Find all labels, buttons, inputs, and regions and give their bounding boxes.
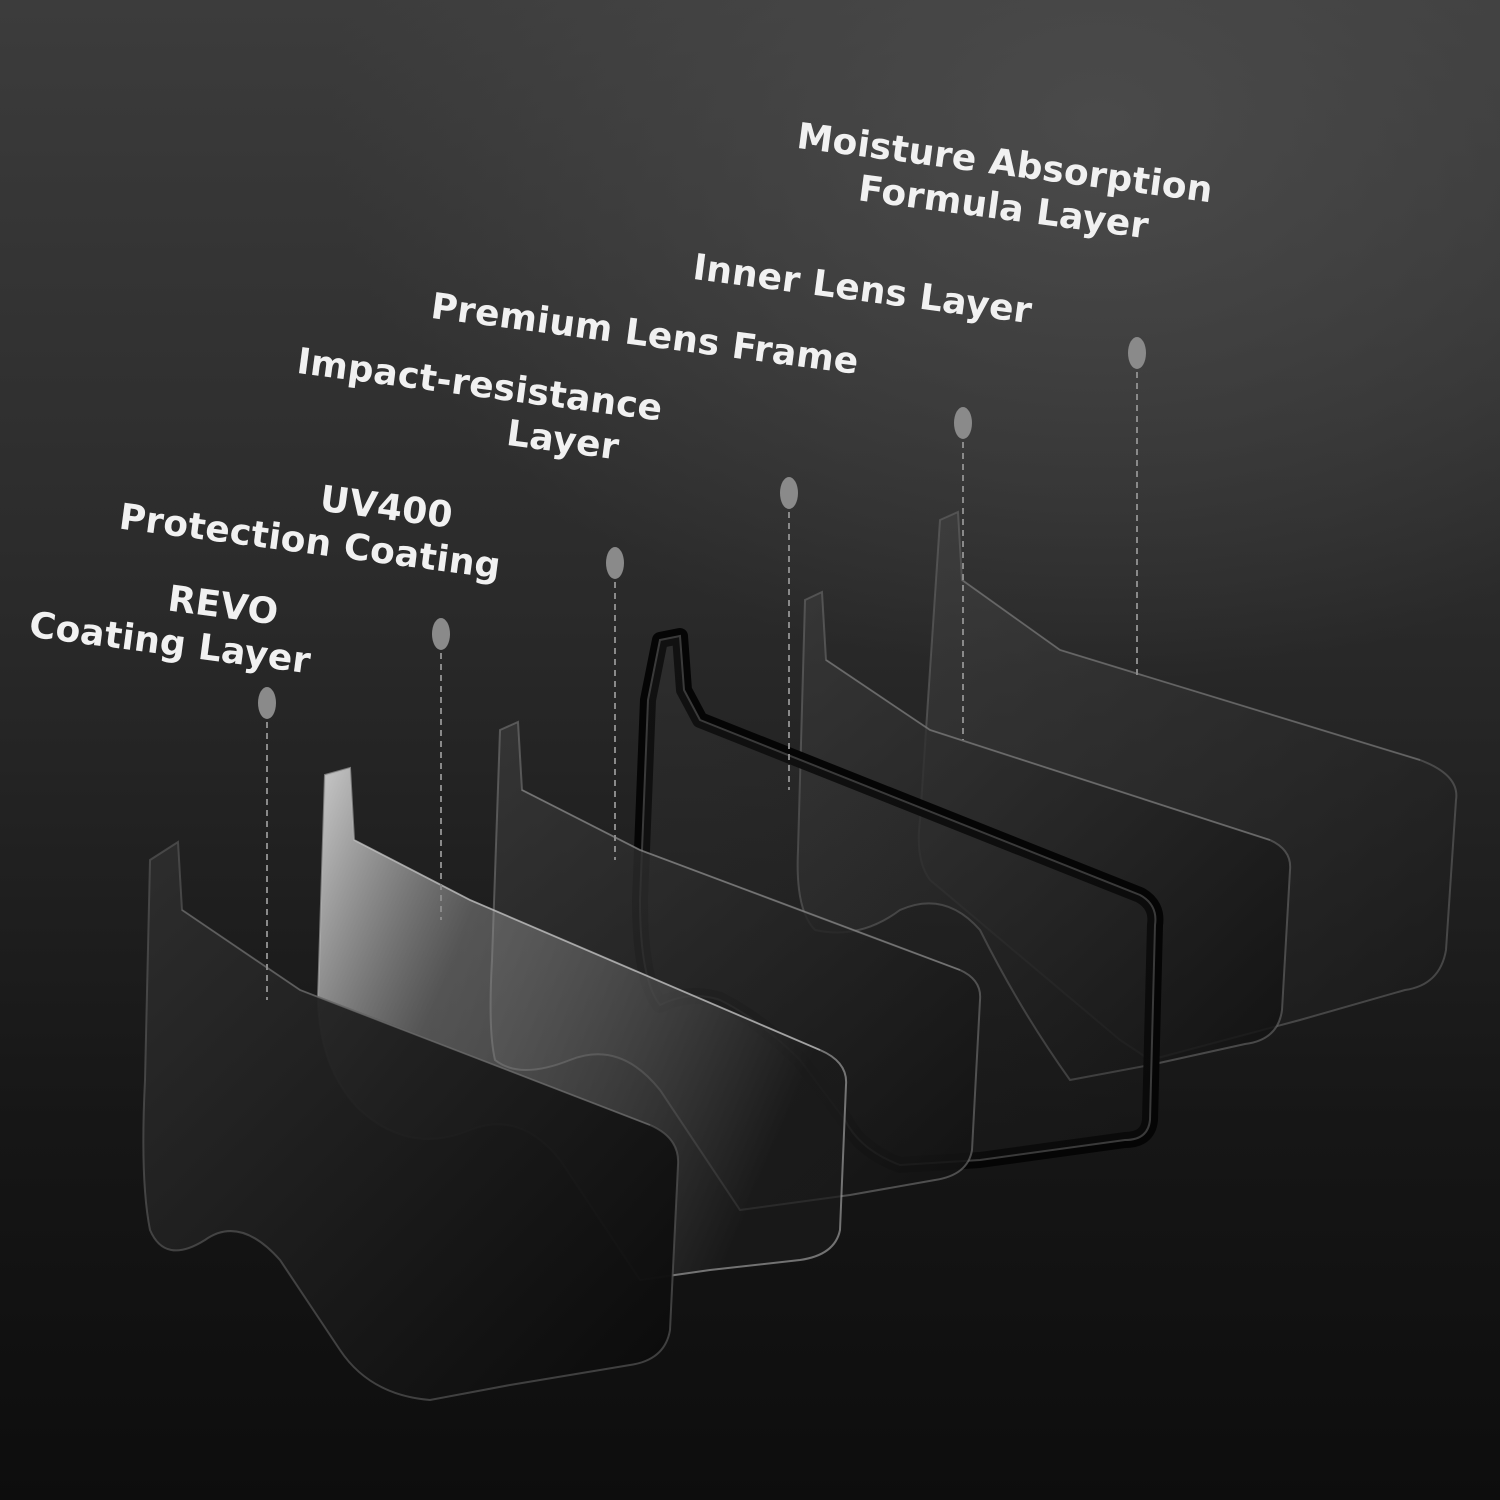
revo-layer-shape [142, 840, 680, 1402]
callout-inner [954, 407, 972, 740]
callout-uv400 [432, 618, 450, 920]
callout-moisture [1128, 337, 1146, 680]
callout-frame [780, 477, 798, 790]
callout-impact [606, 547, 624, 860]
callout-revo [258, 687, 276, 1000]
